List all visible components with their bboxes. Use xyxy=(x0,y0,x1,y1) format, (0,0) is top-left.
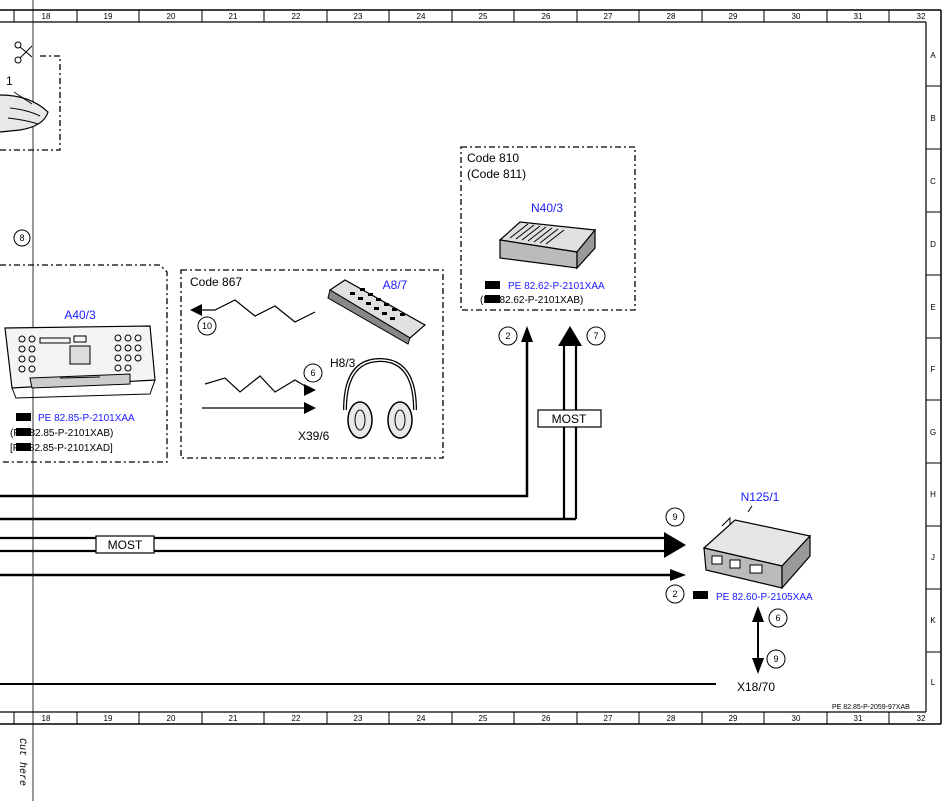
remote-control-icon xyxy=(327,279,427,345)
book-icon xyxy=(16,413,31,421)
col-label: 27 xyxy=(604,714,613,723)
col-label: 29 xyxy=(729,714,738,723)
column-labels-bottom: 18 19 20 21 22 23 24 25 26 27 28 29 30 3… xyxy=(42,714,926,723)
row-label: H xyxy=(930,490,936,499)
radio-ref-list: PE 82.85-P-2101XAA (PE 82.85-P-2101XAB) … xyxy=(10,413,135,454)
radio-unit-a40-3: 8 A40/3 PE 82.85-P-2101XAA xyxy=(0,229,168,463)
book-icon xyxy=(485,295,500,303)
most-bus: MOST xyxy=(0,532,686,581)
code-867-box: Code 867 A8/7 10 H8/3 xyxy=(180,269,444,459)
col-label: 19 xyxy=(104,12,113,21)
row-label: L xyxy=(931,678,936,687)
col-label: 22 xyxy=(292,714,301,723)
col-label: 29 xyxy=(729,12,738,21)
code-867-label: Code 867 xyxy=(190,275,242,289)
amplifier-wires: MOST xyxy=(0,326,602,521)
row-label: A xyxy=(930,51,936,60)
col-label: 31 xyxy=(854,714,863,723)
col-label: 18 xyxy=(42,12,51,21)
radio-ref: (PE 82.85-P-2101XAB) xyxy=(10,428,113,439)
amplifier-ref: (PE 82.62-P-2101XAB) xyxy=(480,295,583,306)
row-label: D xyxy=(930,240,936,249)
amplifier-module-icon xyxy=(498,221,597,270)
col-label: 32 xyxy=(917,12,926,21)
col-label: 30 xyxy=(792,12,801,21)
footer-reference: PE 82.85-P-2059-97XAB xyxy=(832,704,910,711)
cut-region-top-left: 1 xyxy=(0,41,61,151)
gateway-n125-1: N125/1 9 2 PE 82.60-P-2105XAA 6 9 xyxy=(665,490,813,674)
cut-region-number: 1 xyxy=(6,74,13,88)
gateway-ref: PE 82.60-P-2105XAA xyxy=(716,592,813,603)
row-label: C xyxy=(930,177,936,186)
col-label: 24 xyxy=(417,714,426,723)
radio-ref: [PE 82.85-P-2101XAD] xyxy=(10,443,113,454)
col-label: 31 xyxy=(854,12,863,21)
headphones-circle-number: 6 xyxy=(310,368,315,378)
col-label: 26 xyxy=(542,714,551,723)
row-label: J xyxy=(931,553,935,562)
col-label: 21 xyxy=(229,12,238,21)
col-label: 25 xyxy=(479,12,488,21)
gateway-circle-left: 2 xyxy=(672,589,677,599)
bus-most-label: MOST xyxy=(108,538,143,552)
connector-x39-label: X39/6 xyxy=(298,429,330,443)
col-label: 23 xyxy=(354,714,363,723)
col-label: 19 xyxy=(104,714,113,723)
amplifier-ref: PE 82.62-P-2101XAA xyxy=(508,281,605,292)
gateway-label: N125/1 xyxy=(741,490,780,504)
headphones-label: H8/3 xyxy=(330,356,356,370)
amp-circle-right: 7 xyxy=(593,331,598,341)
row-label: E xyxy=(930,303,935,312)
headphones-icon xyxy=(343,357,417,439)
col-label: 23 xyxy=(354,12,363,21)
remote-circle-number: 10 xyxy=(202,321,212,331)
book-icon xyxy=(16,428,31,436)
code-811-label: (Code 811) xyxy=(467,167,526,181)
col-label: 22 xyxy=(292,12,301,21)
row-label: B xyxy=(930,114,935,123)
gateway-circle-up: 6 xyxy=(775,613,780,623)
radio-circle-number: 8 xyxy=(19,233,24,243)
connector-x18-label: X18/70 xyxy=(737,680,775,694)
remote-label: A8/7 xyxy=(383,278,408,292)
col-label: 26 xyxy=(542,12,551,21)
scissors-icon xyxy=(14,41,33,64)
col-label: 27 xyxy=(604,12,613,21)
radio-head-unit-icon xyxy=(4,325,156,399)
book-icon xyxy=(693,591,708,599)
column-ticks xyxy=(13,10,890,724)
radio-ref: PE 82.85-P-2101XAA xyxy=(38,413,135,424)
col-label: 25 xyxy=(479,714,488,723)
code-810-box: Code 810 (Code 811) N40/3 PE 82.62-P-210… xyxy=(460,146,636,311)
col-label: 28 xyxy=(667,12,676,21)
row-ruler: A B C D E F G H J K L xyxy=(926,51,941,687)
book-icon xyxy=(16,443,31,451)
col-label: 28 xyxy=(667,714,676,723)
radio-unit-label: A40/3 xyxy=(64,308,96,322)
col-label: 30 xyxy=(792,714,801,723)
col-label: 32 xyxy=(917,714,926,723)
row-label: F xyxy=(931,365,936,374)
gateway-circle-down: 9 xyxy=(773,654,778,664)
code-810-label: Code 810 xyxy=(467,151,519,165)
col-label: 18 xyxy=(42,714,51,723)
book-icon xyxy=(485,281,500,289)
col-label: 21 xyxy=(229,714,238,723)
cut-here-text: Cut here xyxy=(16,738,28,786)
row-label: G xyxy=(930,428,936,437)
col-label: 20 xyxy=(167,12,176,21)
column-labels-top: 18 19 20 21 22 23 24 25 26 27 28 29 30 3… xyxy=(42,12,926,21)
gateway-circle-top: 9 xyxy=(672,512,677,522)
row-label: K xyxy=(930,616,936,625)
amp-circle-left: 2 xyxy=(505,331,510,341)
col-label: 20 xyxy=(167,714,176,723)
amplifier-label: N40/3 xyxy=(531,201,563,215)
gateway-module-icon xyxy=(702,505,812,590)
amplifier-most-label: MOST xyxy=(552,412,587,426)
col-label: 24 xyxy=(417,12,426,21)
